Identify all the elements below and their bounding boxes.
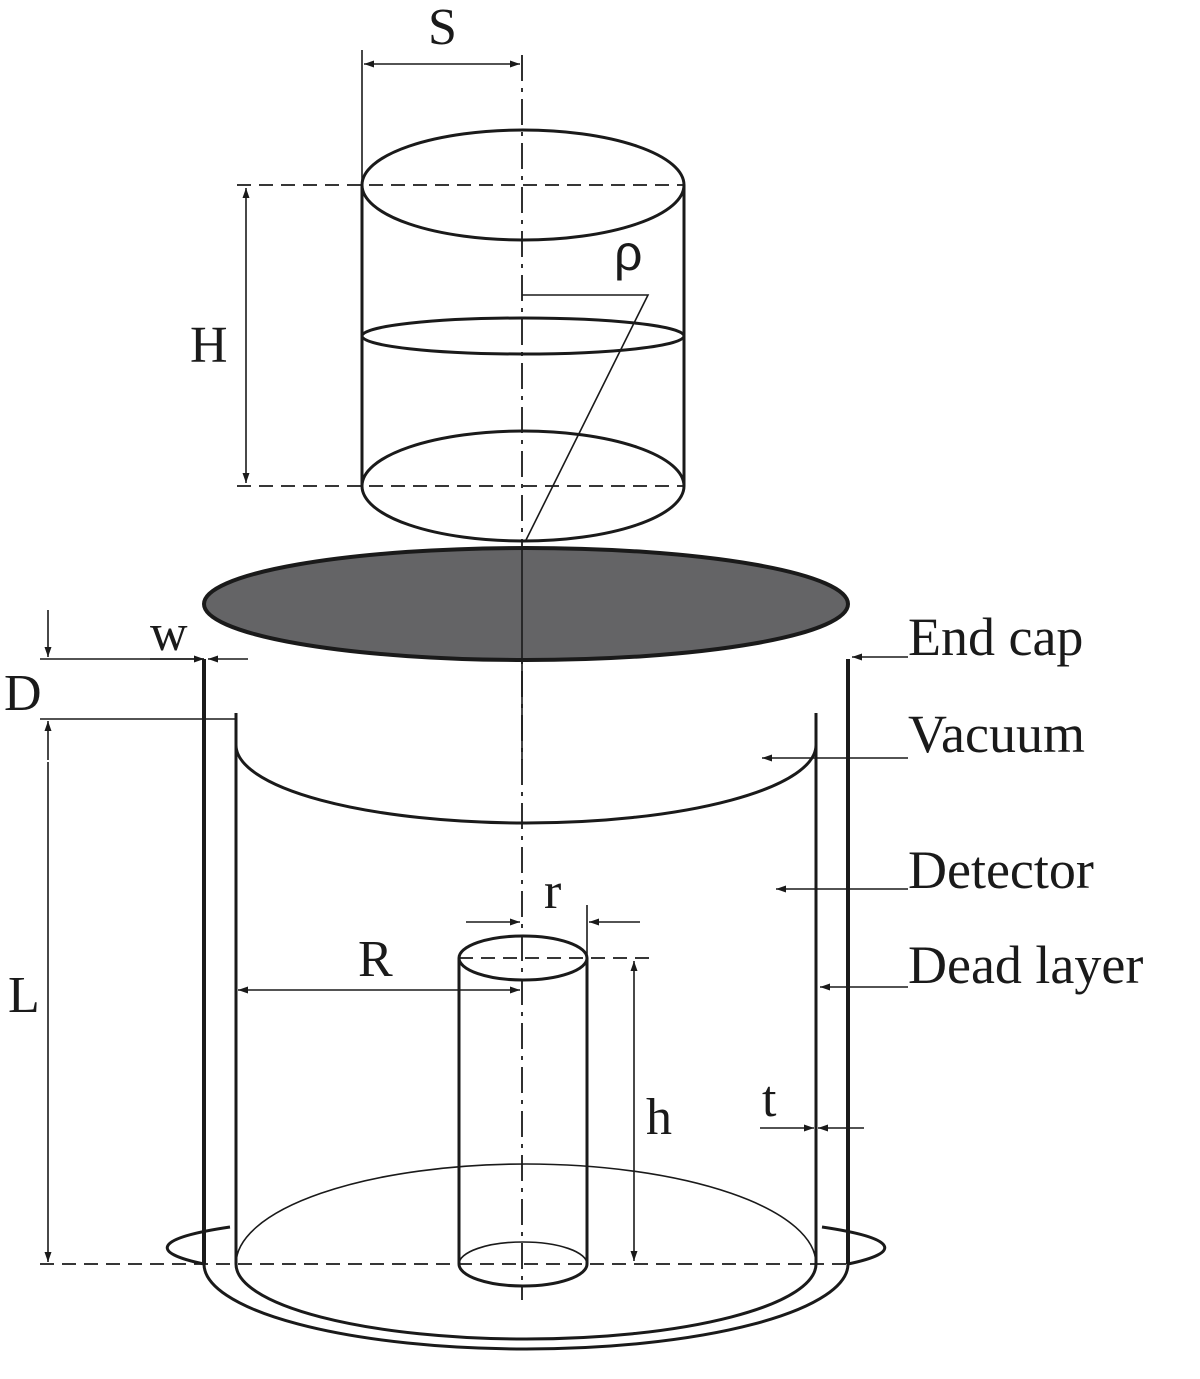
label-t: t <box>762 1071 777 1128</box>
detector-assembly <box>40 546 887 1351</box>
label-s: S <box>428 0 457 56</box>
source-fill-level-back <box>360 316 686 337</box>
label-d: D <box>4 665 42 722</box>
core-top-ellipse-back <box>457 934 589 959</box>
label-w: w <box>150 605 188 662</box>
label-dead-layer: Dead layer <box>908 935 1143 995</box>
rho-indicator: ρ <box>522 225 650 541</box>
source-top-ellipse-back <box>360 128 686 186</box>
label-h-core: h <box>646 1089 672 1146</box>
rho-triangle <box>522 294 650 541</box>
source-bottom-ellipse-front <box>360 485 686 543</box>
housing-bottom-right-rim <box>821 1225 887 1266</box>
label-h-source: H <box>190 317 228 374</box>
housing-bottom-left-rim <box>165 1225 231 1266</box>
label-r-inner: r <box>544 863 561 920</box>
dimension-s: S <box>361 0 520 185</box>
end-cap-ellipse <box>202 546 850 662</box>
crystal-bottom-ellipse-front <box>234 1263 818 1341</box>
label-r-outer: R <box>358 931 393 988</box>
core-bottom-ellipse-back <box>458 1241 588 1265</box>
source-top-ellipse-front <box>360 184 686 242</box>
dimension-h-core: h <box>630 961 672 1261</box>
source-bottom-ellipse-back <box>360 429 686 487</box>
vacuum-gap-crescent <box>234 713 818 825</box>
dimension-t: t <box>760 1071 864 1132</box>
core-top-ellipse-front <box>457 957 589 982</box>
label-detector: Detector <box>908 840 1094 900</box>
label-vacuum: Vacuum <box>908 704 1085 764</box>
crystal-bottom-ellipse-back <box>235 1163 817 1265</box>
housing-bottom-ellipse-front <box>202 1263 850 1351</box>
core-hole <box>457 934 650 1288</box>
dimension-d: D <box>4 610 236 760</box>
label-end-cap: End cap <box>908 607 1083 667</box>
dimension-l: L <box>8 762 52 1262</box>
label-l: L <box>8 967 40 1024</box>
dimension-r-inner: r <box>466 863 640 958</box>
source-fill-level-front <box>360 335 686 356</box>
label-rho: ρ <box>614 225 642 281</box>
callout-detector: Detector <box>776 840 1094 900</box>
dimension-h: H <box>190 188 250 483</box>
callout-end-cap: End cap <box>852 607 1083 667</box>
callout-dead-layer: Dead layer <box>820 935 1143 995</box>
dimension-r-outer: R <box>238 931 520 994</box>
source-cylinder <box>237 128 686 543</box>
callout-vacuum: Vacuum <box>762 704 1085 764</box>
core-bottom-ellipse-front <box>457 1263 589 1288</box>
